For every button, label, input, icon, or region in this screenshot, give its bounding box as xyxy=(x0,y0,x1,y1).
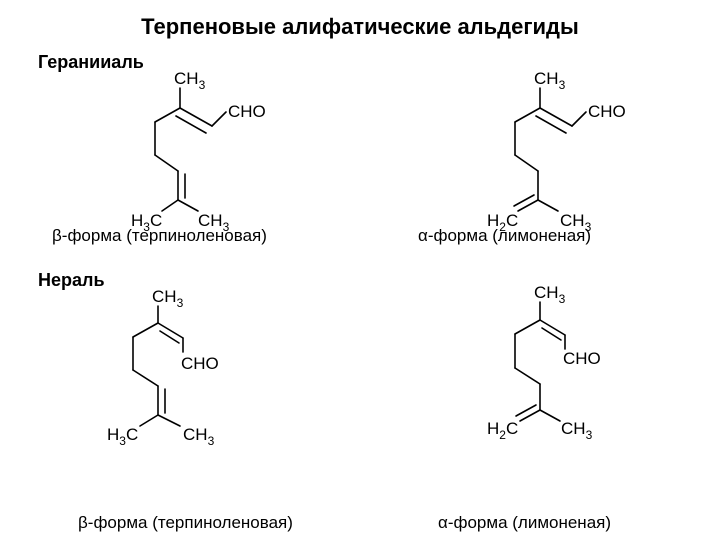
aldehyde-label: CHO xyxy=(228,102,266,121)
right-methyl-label: CH3 xyxy=(561,419,593,442)
methyl-label: CH3 xyxy=(152,287,184,310)
caption-text: -форма (лимоненая) xyxy=(427,226,592,245)
right-methyl-label: CH3 xyxy=(198,211,230,234)
alpha-symbol: α xyxy=(418,226,428,245)
caption-text: -форма (терпиноленовая) xyxy=(87,513,293,532)
beta-symbol: β xyxy=(52,226,62,245)
section-heading-geranial: Геранииаль xyxy=(38,52,144,72)
right-methyl-label: CH3 xyxy=(560,211,592,234)
alpha-symbol: α xyxy=(438,513,448,532)
aldehyde-label: CHO xyxy=(588,102,626,121)
caption-neral-beta: β-форма (терпиноленовая) xyxy=(78,513,293,533)
caption-text: -форма (лимоненая) xyxy=(447,513,612,532)
methylene-label: H2C xyxy=(487,419,518,442)
right-methyl-label: CH3 xyxy=(183,425,215,448)
methyl-label: CH3 xyxy=(174,69,206,92)
section-heading-neral: Нераль xyxy=(38,270,105,290)
caption-geranial-alpha: α-форма (лимоненая) xyxy=(418,226,591,246)
caption-text: -форма (терпиноленовая) xyxy=(61,226,267,245)
caption-neral-alpha: α-форма (лимоненая) xyxy=(438,513,611,533)
beta-symbol: β xyxy=(78,513,88,532)
caption-geranial-beta: β-форма (терпиноленовая) xyxy=(52,226,267,246)
methylene-label: H2C xyxy=(487,211,518,234)
methyl-label: CH3 xyxy=(534,283,566,306)
aldehyde-label: CHO xyxy=(181,354,219,373)
aldehyde-label: CHO xyxy=(563,349,601,368)
left-methyl-label: H3C xyxy=(131,211,162,234)
left-methyl-label: H3C xyxy=(107,425,138,448)
methyl-label: CH3 xyxy=(534,69,566,92)
page-title: Терпеновые алифатические альдегиды xyxy=(141,14,579,39)
